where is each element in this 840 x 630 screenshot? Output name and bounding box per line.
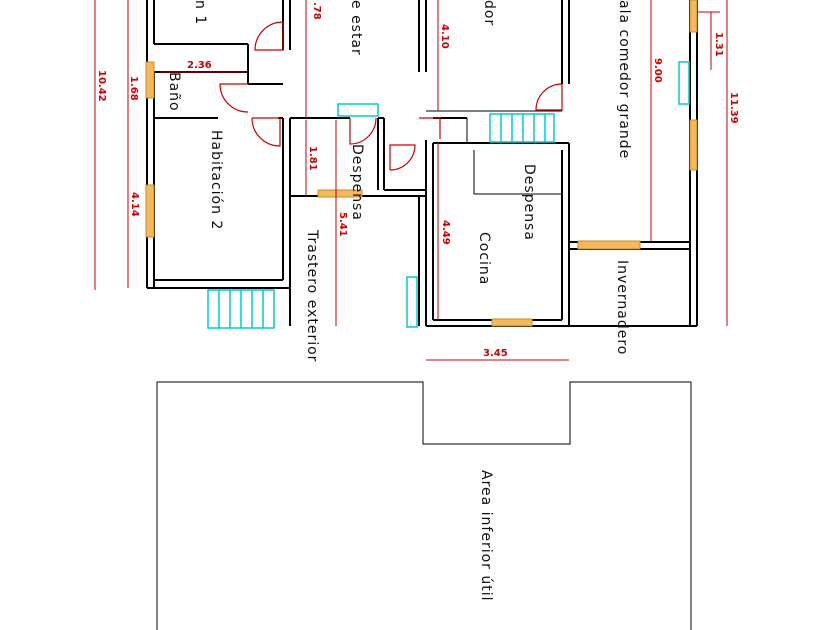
window-sala-comedor <box>689 119 698 171</box>
dim-181: 1.81 <box>307 146 318 171</box>
window-despensa1 <box>317 189 363 198</box>
dim-131: 1.31 <box>713 32 724 57</box>
door-despensa1 <box>349 117 377 145</box>
fixture-hall <box>337 103 379 117</box>
door-comedor <box>535 83 563 111</box>
dimension-lines <box>94 0 728 361</box>
dim-414: 4.14 <box>129 192 140 217</box>
window-sala-comedor-top <box>689 0 698 33</box>
room-sala-comedor: ala comedor grande <box>616 0 632 159</box>
dim-410: 4.10 <box>439 24 450 49</box>
dim-345: 3.45 <box>483 348 508 359</box>
door-sala-estar <box>254 21 284 51</box>
dim-900: 9.00 <box>652 58 663 83</box>
room-habitacion2: Habitación 2 <box>208 130 224 230</box>
window-cocina <box>491 318 533 327</box>
window-invernadero <box>577 240 641 250</box>
stairs-fixtures <box>207 61 690 329</box>
interior-steps <box>489 113 555 143</box>
room-area-inferior: Area inferior útil <box>478 470 494 602</box>
windows <box>145 0 698 327</box>
door-cocina <box>389 144 416 171</box>
room-habitacion1: n 1 <box>192 0 208 25</box>
dim-236: 2.36 <box>187 60 212 71</box>
dim-1042: 10.42 <box>96 70 107 102</box>
door-habitacion2 <box>251 117 281 147</box>
area-inferior-outline <box>156 381 692 630</box>
room-sala-estar: e estar <box>348 0 364 56</box>
room-invernadero: Invernadero <box>614 260 630 355</box>
dim-1139: 11.39 <box>728 92 739 124</box>
doors <box>219 21 563 171</box>
door-bano <box>219 83 249 113</box>
room-comedor: dor <box>481 0 497 26</box>
fixture-comedor <box>678 61 690 105</box>
dim-449: 4.49 <box>440 220 451 245</box>
room-bano: Baño <box>166 72 182 112</box>
door-despensa2 <box>419 117 441 139</box>
room-despensa2: Despensa <box>521 164 537 241</box>
dim-178: .78 <box>311 2 322 20</box>
room-labels: n 1 e estar dor ala comedor grande Baño … <box>166 0 632 602</box>
room-despensa1: Despensa <box>349 144 365 221</box>
dim-168: 1.68 <box>128 76 139 101</box>
dimension-labels: .78 4.10 9.00 1.31 2.36 1.68 10.42 11.39… <box>96 2 739 359</box>
room-cocina: Cocina <box>476 232 492 285</box>
window-habitacion2 <box>145 184 155 238</box>
room-trastero: Trastero exterior <box>304 229 320 362</box>
window-bano <box>145 61 155 99</box>
dim-541: 5.41 <box>337 212 348 237</box>
fixture-trastero <box>406 276 418 328</box>
